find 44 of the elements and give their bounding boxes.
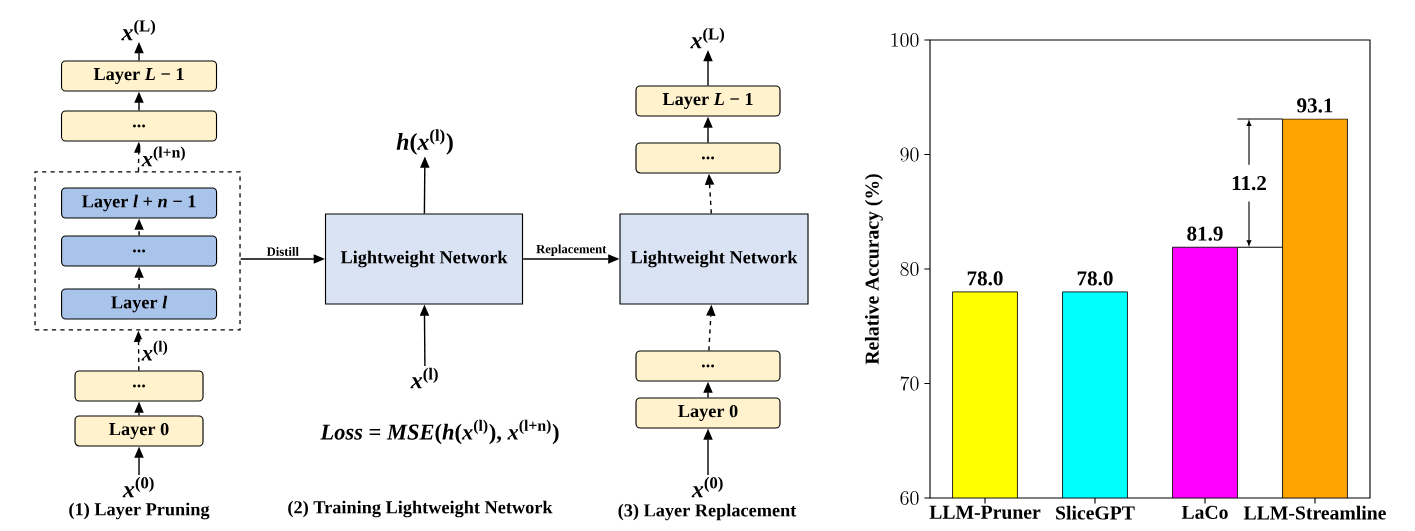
layer-box: Layer 0 [635,397,781,429]
x-tick-label: LLM-Streamline [1243,505,1386,520]
y-tick-label: 70 [900,376,919,391]
network-box: Lightweight Network [324,213,524,305]
edge-label: Replacement [534,243,608,258]
layer-box: Layer L − 1 [60,60,218,92]
variable-label: x$^{(0)}$ [122,476,154,498]
layer-box: Layer l + n − 1 [61,187,218,219]
variable-label: x$^{(l)}$ [410,367,438,389]
text: 78.0 [967,271,1003,286]
x-tick-label: SliceGPT [1056,505,1135,520]
y-tick-label: 100 [891,33,919,47]
layer-box: ... [635,350,781,382]
edge-label: Distill [265,245,301,258]
layer-box: Layer l [61,288,218,320]
layer-box: ... [61,235,218,267]
edge-label: x$^{(l)}$ [140,339,170,362]
layer-box: ... [635,142,781,174]
panel-caption: (3) Layer Replacement [618,503,797,521]
layer-box: ... [74,370,204,402]
variable-label: h(x$^{(l)}$) [396,129,453,155]
x-tick-label: LaCo [1181,505,1228,519]
panel-caption: (2) Training Lightweight Network [288,500,553,518]
y-axis-title: Relative Accuracy (%) [864,174,883,365]
y-tick-label: 60 [900,491,919,505]
network-box: Lightweight Network [619,213,809,305]
variable-label: x$^{(0)}$ [691,476,723,498]
text: 81.9 [1187,226,1223,241]
text: 78.0 [1077,271,1113,286]
layer-box: Layer 0 [74,415,204,447]
layer-box: Layer L − 1 [635,85,781,117]
edge-label: x$^{(l+n)}$ [140,145,188,168]
loss-formula: Loss = MSE(h(x$^{(l)}$), x$^{(l+n)}$) [320,419,559,445]
layer-box: ... [60,110,218,142]
bar-chart: LLM-Pruner SliceGPT LaCo LLM-Streamline 60 70 80 90 100 78.0 78.0 81.9 93.1 11.2 Relative Accuracy (%) [864,33,1386,520]
y-tick-label: 80 [900,262,919,276]
y-tick-label: 90 [900,147,919,162]
panel-caption: (1) Layer Pruning [69,502,210,520]
annotation: 11.2 [1232,175,1266,191]
group-box [34,171,241,331]
text: 93.1 [1297,98,1333,113]
variable-label: x$^{(L)}$ [690,27,725,49]
variable-label: x$^{(L)}$ [121,19,156,41]
x-tick-label: LLM-Pruner [929,505,1041,519]
